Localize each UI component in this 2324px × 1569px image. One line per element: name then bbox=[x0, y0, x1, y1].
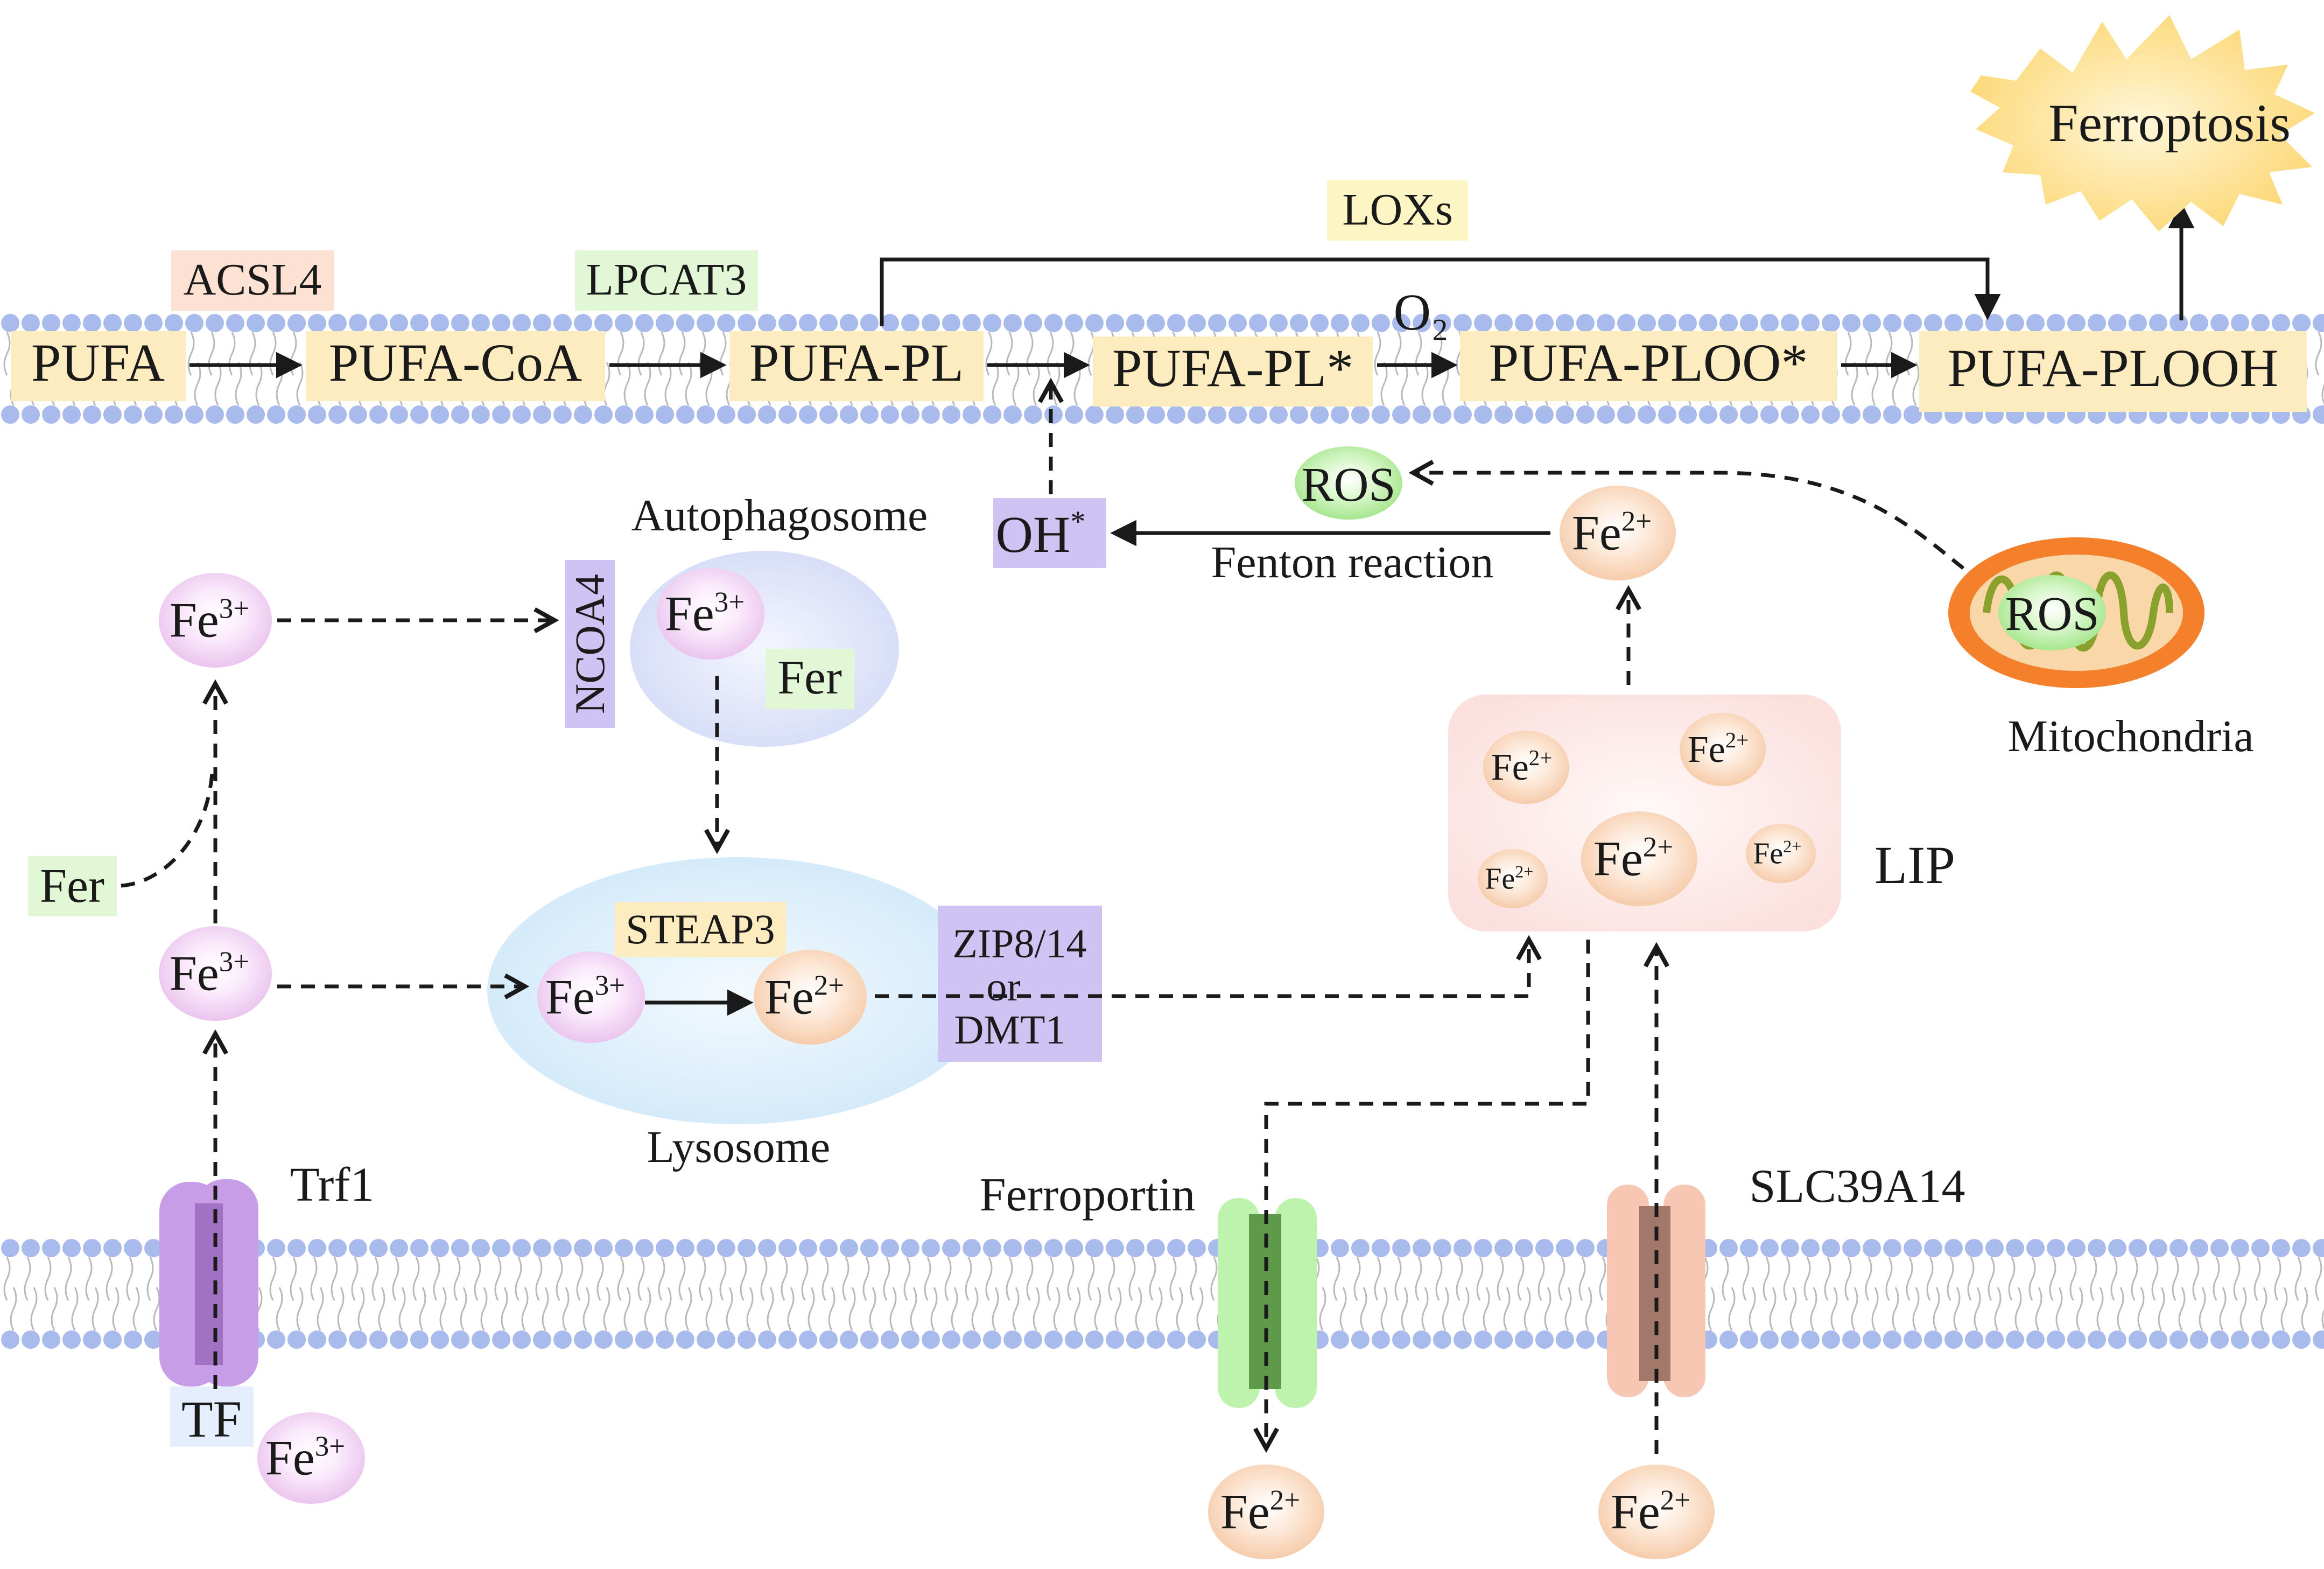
mitochondria-label: Mitochondria bbox=[2007, 711, 2253, 761]
fer-autophagosome-label: Fer bbox=[777, 651, 842, 704]
fe2-ion-lip-4-label: Fe2+ bbox=[1485, 861, 1533, 895]
svg-text:OH*: OH* bbox=[996, 505, 1086, 563]
fe3-ion-autophagosome-label: Fe3+ bbox=[665, 586, 745, 641]
pufa-pl-label: PUFA-PL bbox=[749, 333, 964, 393]
slc39a14-transporter: SLC39A14 bbox=[1607, 1160, 1965, 1397]
fe2-ion-fenton-label: Fe2+ bbox=[1572, 505, 1652, 560]
mitochondria: ROS Mitochondria bbox=[1948, 537, 2254, 761]
o2-label: O₂ bbox=[1394, 283, 1449, 341]
plasma-membrane bbox=[1, 1239, 2324, 1349]
fe2-ion-slc39a14-in: Fe2+ bbox=[1598, 1465, 1715, 1559]
acsl4-label: ACSL4 bbox=[184, 255, 322, 305]
substrate-pufa-coa: PUFA-CoA bbox=[306, 331, 605, 401]
lysosome-label: Lysosome bbox=[647, 1122, 831, 1172]
fe3-ion-lysosome: Fe3+ bbox=[537, 951, 645, 1043]
ferritin-left: Fer bbox=[28, 856, 117, 916]
ros-mito-label: ROS bbox=[2005, 587, 2099, 641]
enzyme-loxs: LOXs bbox=[1327, 180, 1468, 241]
fe2-ion-lysosome-label: Fe2+ bbox=[764, 969, 844, 1024]
zip-line2-label: or bbox=[986, 964, 1020, 1010]
fe2-ion-lip-5: Fe2+ bbox=[1746, 824, 1816, 883]
pufa-pl-star-label: PUFA-PL* bbox=[1112, 338, 1353, 398]
fe3-ion-lysosome-label: Fe3+ bbox=[545, 969, 625, 1024]
fe3-ion-upper-left-label: Fe3+ bbox=[170, 592, 249, 647]
substrate-pufa-ploo-star: PUFA-PLOO* bbox=[1460, 331, 1837, 401]
enzyme-acsl4: ACSL4 bbox=[171, 250, 334, 311]
oh-label: OH bbox=[996, 506, 1071, 563]
trf1-receptor: Trf1 TF bbox=[159, 1158, 374, 1448]
ros-top-label: ROS bbox=[1301, 458, 1395, 512]
ferroptosis-burst: Ferroptosis bbox=[1970, 15, 2315, 232]
enzyme-lpcat3: LPCAT3 bbox=[575, 250, 758, 311]
lpcat3-label: LPCAT3 bbox=[586, 255, 747, 305]
pufa-ploo-star-label: PUFA-PLOO* bbox=[1489, 333, 1808, 393]
fe3-ion-extracellular-label: Fe3+ bbox=[265, 1430, 345, 1485]
fe2-ion-fenton: Fe2+ bbox=[1560, 486, 1676, 580]
fe2-ion-lip-4: Fe2+ bbox=[1478, 849, 1548, 908]
reaction-arrows bbox=[1051, 382, 1984, 685]
autophagosome-label: Autophagosome bbox=[631, 491, 928, 541]
fe3-ion-upper-left: Fe3+ bbox=[159, 573, 272, 668]
fe3-ion-autophagosome: Fe3+ bbox=[657, 568, 764, 660]
fenton-reaction-label: Fenton reaction bbox=[1211, 537, 1494, 587]
fe2-ion-lip-2: Fe2+ bbox=[1680, 713, 1766, 786]
fe3-ion-mid-left-label: Fe3+ bbox=[170, 945, 249, 1000]
zip-line1-label: ZIP8/14 bbox=[952, 921, 1086, 966]
iron-ions: Fe3+ Fe3+ Fe3+ Fe3+ Fe3+ Fe2+ Fe2+ Fe2+ Fe2+ Fe2+… bbox=[159, 486, 1816, 1559]
fe2-ion-lip-1: Fe2+ bbox=[1483, 731, 1569, 804]
fe2-ion-lip-3: Fe2+ bbox=[1581, 811, 1697, 906]
steap3-label: STEAP3 bbox=[626, 906, 775, 952]
ros-top: ROS bbox=[1295, 446, 1402, 520]
fe2-ion-lip-3-label: Fe2+ bbox=[1593, 831, 1673, 886]
iron-flow-arrows bbox=[121, 620, 1656, 1454]
hydroxyl-radical: OH* bbox=[993, 498, 1106, 568]
fer-left-label: Fer bbox=[40, 859, 104, 913]
fe2-ion-ferroportin-out-label: Fe2+ bbox=[1220, 1484, 1300, 1539]
ncoa4-label: NCOA4 bbox=[566, 574, 613, 714]
substrate-pufa-pl: PUFA-PL bbox=[729, 331, 984, 401]
fe3-ion-extracellular: Fe3+ bbox=[257, 1412, 365, 1504]
fe2-ion-ferroportin-out: Fe2+ bbox=[1208, 1465, 1324, 1559]
loxs-label: LOXs bbox=[1342, 185, 1452, 235]
fe2-ion-lip-2-label: Fe2+ bbox=[1688, 727, 1749, 771]
substrate-pufa-plooh: PUFA-PLOOH bbox=[1919, 331, 2307, 412]
ferroptosis-label: Ferroptosis bbox=[2048, 93, 2291, 153]
ferroportin-label: Ferroportin bbox=[980, 1169, 1196, 1221]
trf1-label: Trf1 bbox=[290, 1158, 375, 1211]
tf-label: TF bbox=[181, 1390, 242, 1448]
slc39a14-label: SLC39A14 bbox=[1750, 1160, 1965, 1213]
fe2-ion-lysosome: Fe2+ bbox=[754, 950, 867, 1045]
fe2-ion-lip-1-label: Fe2+ bbox=[1491, 745, 1553, 788]
pathway-arrows bbox=[189, 202, 2195, 379]
pufa-coa-label: PUFA-CoA bbox=[329, 333, 582, 393]
substrate-pufa-pl-star: PUFA-PL* bbox=[1093, 337, 1373, 407]
pufa-label: PUFA bbox=[31, 333, 165, 393]
oh-superscript: * bbox=[1070, 505, 1085, 538]
fe2-ion-lip-5-label: Fe2+ bbox=[1753, 836, 1801, 870]
substrate-pufa: PUFA bbox=[11, 331, 186, 401]
fe2-ion-slc39a14-in-label: Fe2+ bbox=[1611, 1484, 1690, 1539]
lip-label: LIP bbox=[1874, 835, 1955, 895]
fe3-ion-mid-left: Fe3+ bbox=[159, 926, 272, 1021]
top-membrane bbox=[1, 314, 2324, 424]
ferroportin-transporter: Ferroportin bbox=[980, 1169, 1317, 1408]
zip-line3-label: DMT1 bbox=[954, 1007, 1066, 1053]
pufa-plooh-label: PUFA-PLOOH bbox=[1948, 338, 2279, 398]
